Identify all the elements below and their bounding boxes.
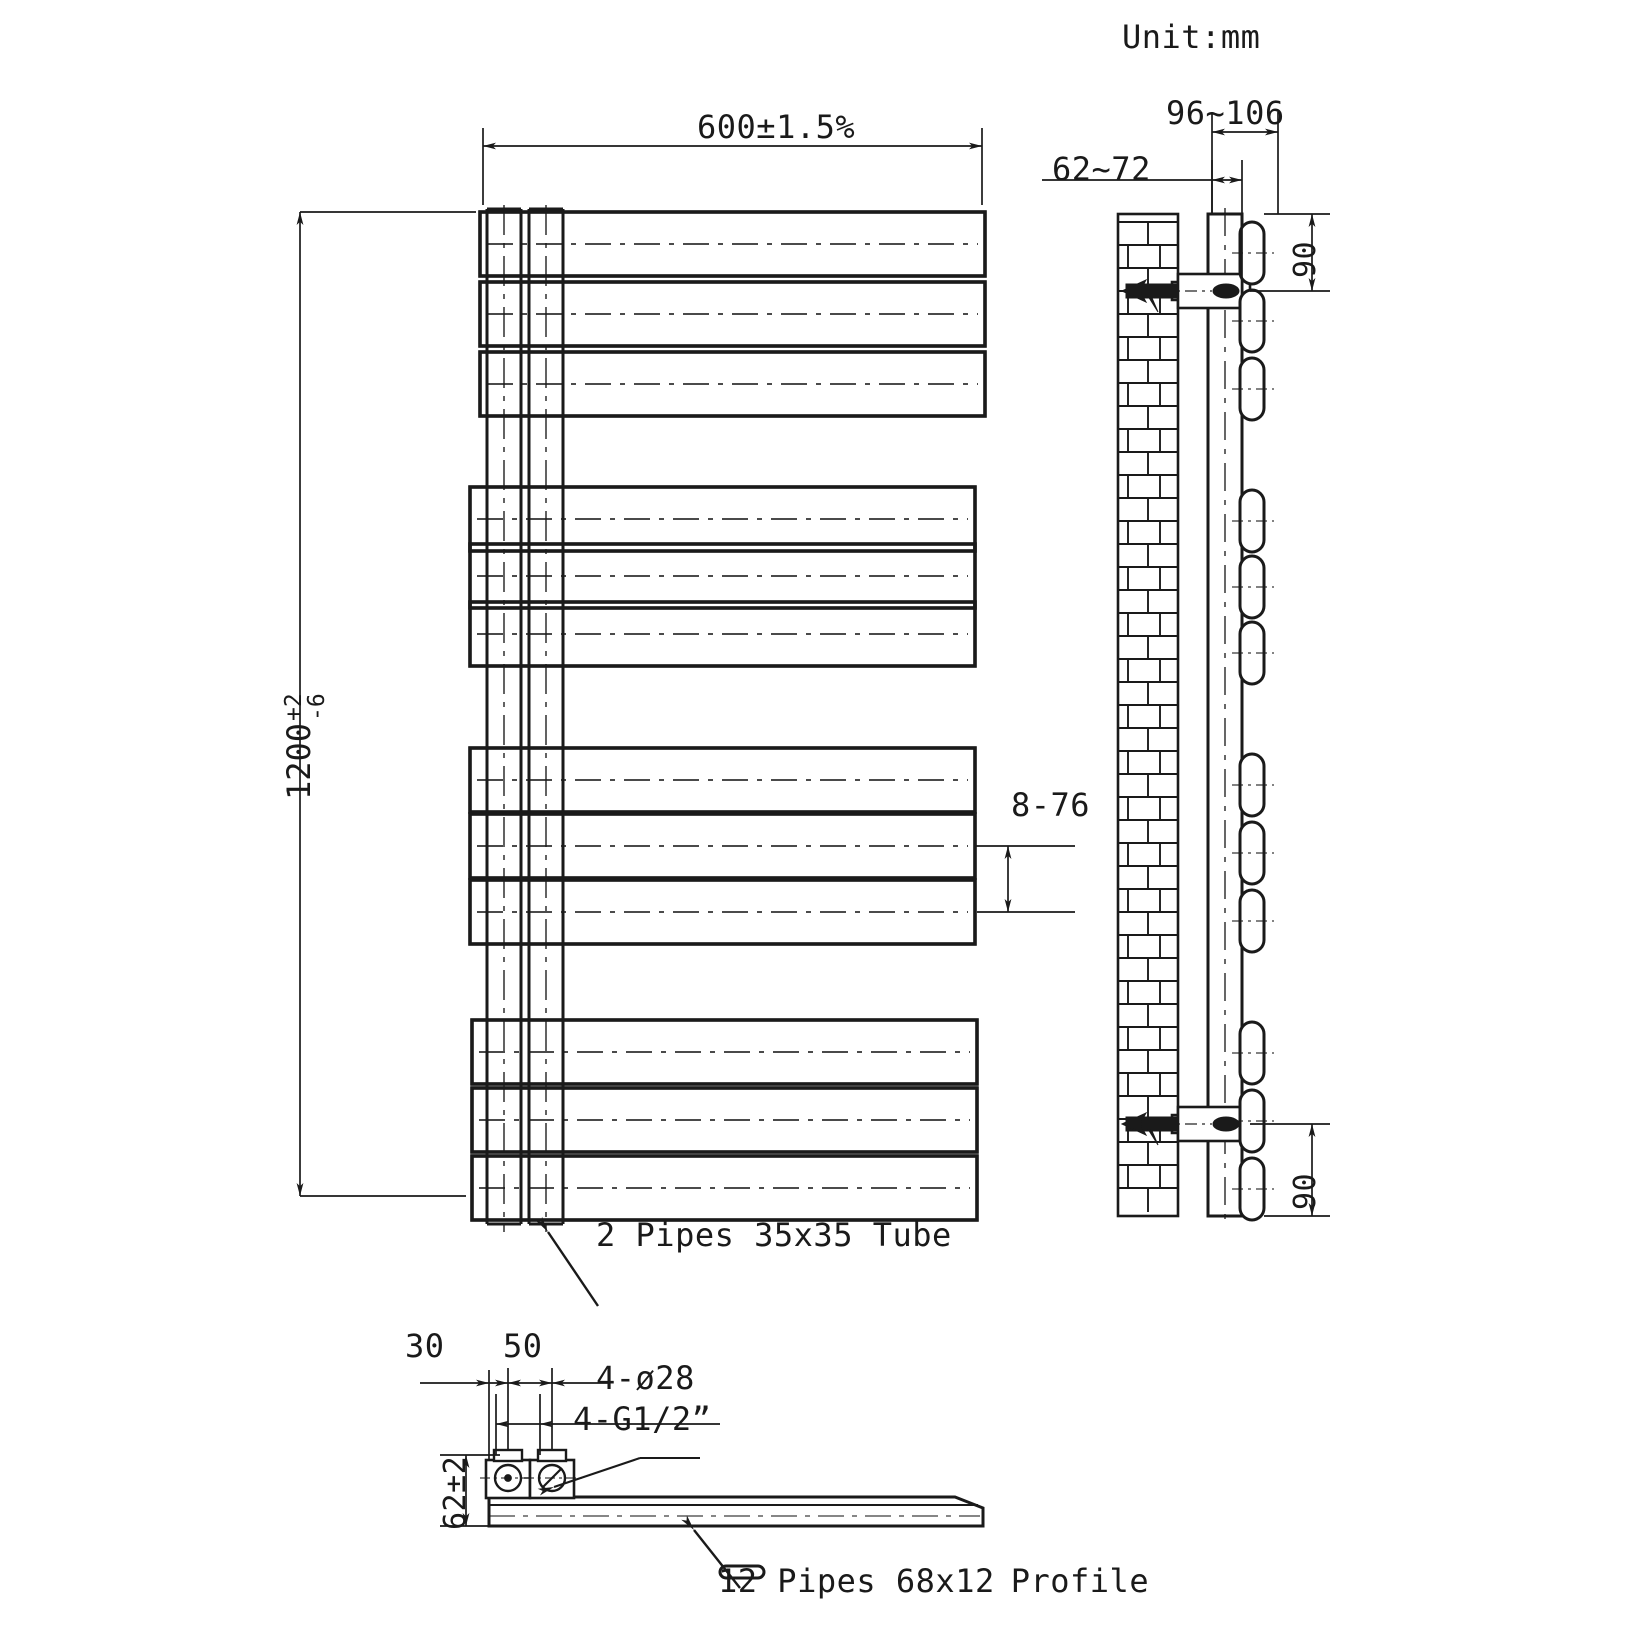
wall-brickwork — [1116, 212, 1180, 1218]
top-bracket-label: 90 — [1288, 240, 1323, 278]
height-nominal: 1200 — [280, 722, 318, 800]
total-depth-dimension — [1211, 112, 1279, 214]
bar-pitch-dimension — [975, 845, 1075, 913]
side-bar-centrelines — [1232, 252, 1274, 1190]
height-dimension-label: 1200+2-6 — [280, 693, 330, 800]
bottom-profile-bar — [487, 1495, 985, 1528]
bar-centre-lines — [477, 243, 978, 1189]
pipe-callout-leader — [536, 1216, 599, 1307]
height-dimension — [296, 211, 476, 1197]
height-tolerance-upper: +2 — [280, 693, 307, 721]
bottom-view-group — [420, 1368, 985, 1589]
front-view-group — [296, 128, 1075, 1307]
side-bar-profiles — [1238, 220, 1266, 1222]
height-tolerance-lower: -6 — [303, 693, 330, 721]
bottom-depth-label: 62±2 — [438, 1455, 473, 1530]
top-bracket-dimension — [1250, 213, 1330, 292]
pipe-centre-lines — [503, 205, 547, 1232]
wall-offset-label: 62~72 — [1052, 150, 1151, 188]
bottom-connector-left — [480, 1448, 538, 1500]
bottom-wall-bracket — [1120, 1105, 1252, 1146]
width-dimension-label: 600±1.5% — [697, 108, 856, 146]
hole-callout-label: 4-ø28 — [596, 1359, 695, 1397]
bottom-bracket-label: 90 — [1288, 1172, 1323, 1210]
vertical-manifold-pipes — [485, 207, 565, 1226]
bottom-connector-right — [524, 1448, 582, 1500]
centre-spacing-label: 50 — [503, 1327, 543, 1365]
edge-offset-label: 30 — [405, 1327, 445, 1365]
profile-callout-label: 12 Pipes 68x12 Profile — [718, 1562, 1149, 1600]
bar-overlay-edges — [468, 210, 987, 1222]
bar-pitch-label: 8-76 — [1011, 786, 1091, 824]
side-view-group — [1042, 112, 1330, 1224]
profile-callout-suffix: Profile — [1010, 1562, 1150, 1600]
thread-callout-leader — [537, 1456, 700, 1496]
height-tolerance-stack: +2-6 — [280, 693, 330, 723]
pipe-callout-label: 2 Pipes 35x35 Tube — [596, 1216, 952, 1254]
width-dimension — [482, 128, 983, 205]
depth-dimension-bottom — [440, 1454, 500, 1527]
bottom-bracket-dimension — [1250, 1123, 1330, 1217]
bottom-extension-lines — [488, 1368, 553, 1460]
total-depth-label: 96~106 — [1166, 94, 1285, 132]
thread-callout-label: 4-G1/2” — [573, 1400, 712, 1438]
top-wall-bracket — [1120, 272, 1252, 313]
side-radiator-body — [1206, 208, 1244, 1224]
unit-note: Unit:mm — [1122, 18, 1261, 56]
